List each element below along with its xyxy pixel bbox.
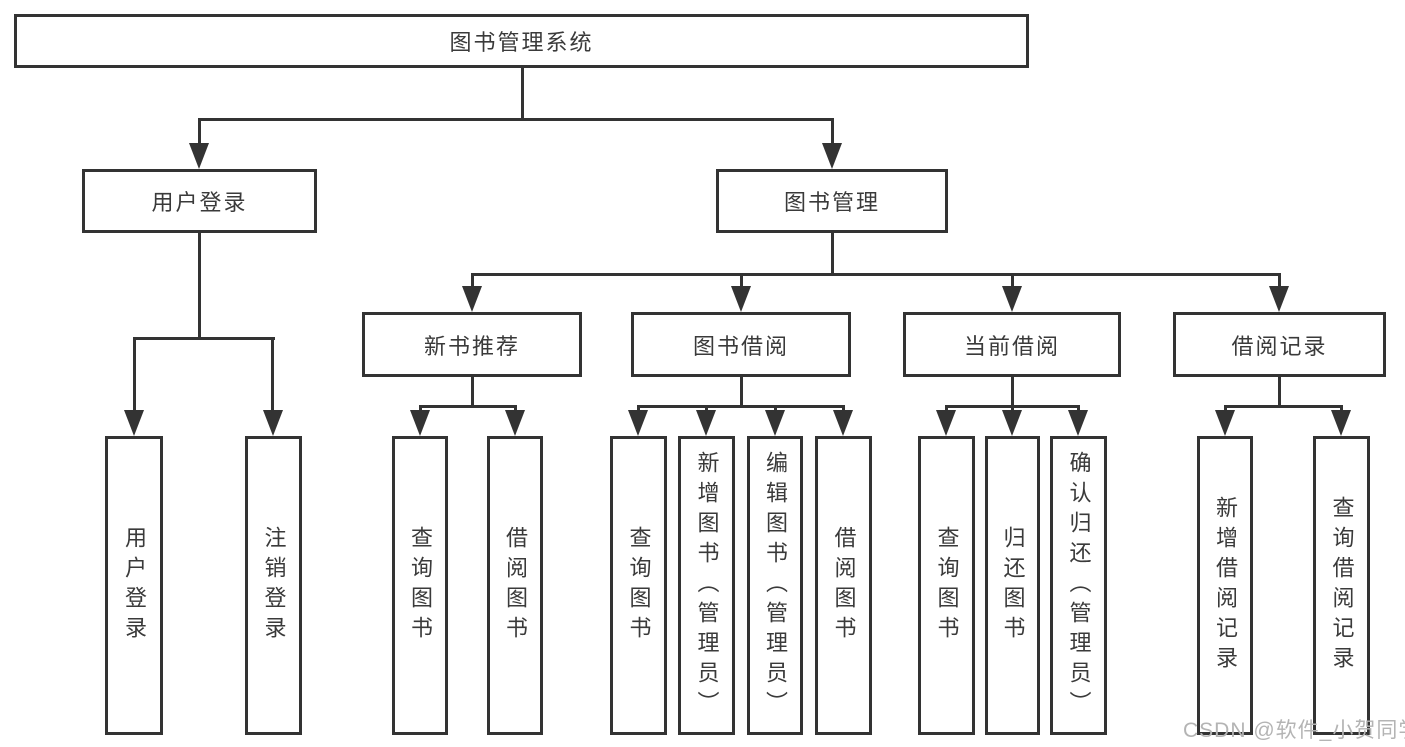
leaf-label: 查询图书 (408, 525, 433, 646)
leaf-label: 编辑图书（管理员） (763, 450, 788, 721)
connector-line (1224, 405, 1227, 413)
connector-line (705, 405, 708, 413)
leaf-label: 注销登录 (261, 525, 287, 646)
connector-line (1077, 405, 1080, 413)
arrow-down-icon (189, 143, 209, 169)
connector-line (831, 118, 834, 148)
connector-line (198, 233, 201, 339)
connector-line (521, 68, 524, 120)
node-user-login: 用户登录 (82, 169, 317, 233)
connector-line (1011, 273, 1014, 290)
arrow-down-icon (1002, 410, 1022, 436)
csdn-watermark: CSDN @软件_小贺同学 (1183, 719, 1405, 742)
connector-line (133, 337, 275, 340)
connector-line (471, 273, 474, 290)
arrow-down-icon (1002, 286, 1022, 312)
connector-line (1340, 405, 1343, 413)
leaf-label: 用户登录 (122, 525, 147, 646)
connector-line (419, 405, 517, 408)
connector-line (514, 405, 517, 413)
connector-line (842, 405, 845, 413)
leaf-add-borrow-record: 新增借阅记录 (1197, 436, 1253, 735)
arrow-down-icon (263, 410, 283, 436)
connector-line (1224, 405, 1343, 408)
node-borrow-records: 借阅记录 (1173, 312, 1386, 377)
leaf-confirm-return-admin: 确认归还（管理员） (1050, 436, 1107, 735)
connector-line (1278, 273, 1281, 290)
node-current-borrow: 当前借阅 (903, 312, 1121, 377)
arrow-down-icon (1068, 410, 1088, 436)
leaf-label: 查询图书 (934, 525, 960, 646)
leaf-search-books: 查询图书 (392, 436, 448, 735)
arrow-down-icon (731, 286, 751, 312)
leaf-label: 查询借阅记录 (1329, 495, 1355, 676)
leaf-search-books: 查询图书 (918, 436, 975, 735)
leaf-search-books: 查询图书 (610, 436, 667, 735)
node-book-borrow: 图书借阅 (631, 312, 851, 377)
arrow-down-icon (124, 410, 144, 436)
arrow-down-icon (833, 410, 853, 436)
leaf-return-books: 归还图书 (985, 436, 1040, 735)
leaf-label: 归还图书 (1000, 525, 1026, 646)
connector-line (945, 405, 948, 413)
arrow-down-icon (1331, 410, 1351, 436)
leaf-borrow-books: 借阅图书 (487, 436, 543, 735)
connector-line (471, 377, 474, 407)
leaf-label: 借阅图书 (503, 525, 528, 646)
connector-line (1011, 377, 1014, 407)
leaf-label: 新增借阅记录 (1213, 495, 1238, 676)
arrow-down-icon (696, 410, 716, 436)
leaf-user-login: 用户登录 (105, 436, 163, 735)
leaf-label: 借阅图书 (831, 525, 857, 646)
arrow-down-icon (462, 286, 482, 312)
connector-line (740, 273, 743, 290)
connector-line (637, 405, 640, 413)
leaf-label: 查询图书 (626, 525, 652, 646)
connector-line (198, 118, 834, 121)
arrow-down-icon (936, 410, 956, 436)
connector-line (1011, 405, 1014, 413)
leaf-label: 新增图书（管理员） (694, 450, 720, 721)
leaf-edit-book-admin: 编辑图书（管理员） (747, 436, 803, 735)
connector-line (133, 337, 136, 412)
leaf-borrow-books: 借阅图书 (815, 436, 872, 735)
node-library-system: 图书管理系统 (14, 14, 1029, 68)
arrow-down-icon (822, 143, 842, 169)
arrow-down-icon (1215, 410, 1235, 436)
arrow-down-icon (410, 410, 430, 436)
arrow-down-icon (765, 410, 785, 436)
connector-line (774, 405, 777, 413)
connector-line (271, 337, 274, 412)
connector-line (831, 233, 834, 275)
leaf-logout: 注销登录 (245, 436, 302, 735)
connector-line (198, 118, 201, 148)
connector-line (471, 273, 1281, 276)
connector-line (1278, 377, 1281, 407)
leaf-add-book-admin: 新增图书（管理员） (678, 436, 735, 735)
arrow-down-icon (505, 410, 525, 436)
connector-line (419, 405, 422, 413)
arrow-down-icon (628, 410, 648, 436)
connector-line (637, 405, 845, 408)
node-new-book-recommend: 新书推荐 (362, 312, 582, 377)
leaf-label: 确认归还（管理员） (1066, 450, 1092, 721)
arrow-down-icon (1269, 286, 1289, 312)
leaf-search-borrow-record: 查询借阅记录 (1313, 436, 1370, 735)
node-book-management: 图书管理 (716, 169, 948, 233)
connector-line (740, 377, 743, 407)
